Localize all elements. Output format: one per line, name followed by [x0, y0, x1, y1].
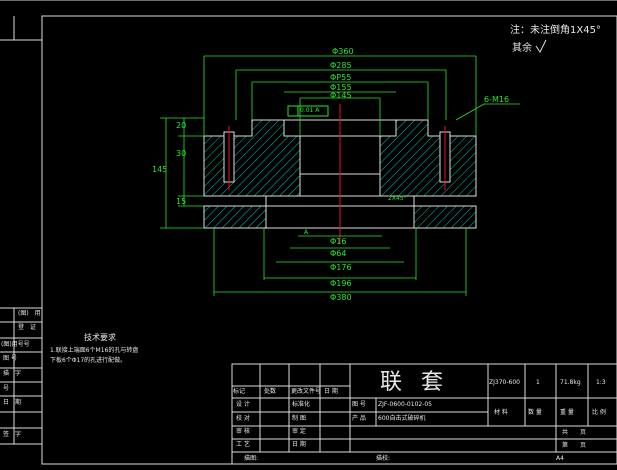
dim-d16: Φ16 [330, 237, 347, 246]
strip-row-3: (图)用号号 [1, 341, 30, 348]
role-std: 标准化 [292, 401, 311, 408]
role-process: 工 艺 [236, 441, 250, 448]
dim-h15: 15 [176, 197, 187, 206]
code-top: ZJ370-600 [489, 379, 520, 386]
part-name: 联 套 [380, 370, 449, 395]
count-label: 数 量 [528, 409, 542, 416]
dim-d64: Φ64 [330, 249, 347, 258]
footer-check: 描校: [376, 455, 391, 462]
dim-d176: Φ176 [330, 263, 352, 272]
role-approve: 审 定 [292, 428, 306, 435]
dim-d380: Φ380 [330, 293, 352, 302]
strip-row-6: 号 [3, 385, 10, 392]
left-strip-table [0, 307, 42, 445]
dim-d155: Φ155 [330, 83, 352, 92]
product-label: 产 品 [352, 415, 366, 422]
dim-h30: 30 [176, 149, 187, 158]
material-label: 材 料 [494, 409, 508, 416]
quantity-value: 1 [536, 379, 540, 386]
strip-row-8: 签 字 [3, 431, 22, 438]
hdr-date: 日 期 [324, 388, 338, 395]
drawing-no: ZJF-0600-0102-05 [378, 401, 432, 408]
tech-line-1: 1.联接上端面6个M16的孔与转盘 [50, 347, 139, 354]
thread-callout: 6-M16 [484, 95, 510, 104]
strip-row-4: 图 号 [3, 355, 17, 362]
strip-row-1: (图) 用 [18, 310, 41, 317]
hdr-file: 更改文件号 [291, 388, 322, 395]
tolerance-frame [287, 105, 329, 117]
page-number: 第 页 [562, 442, 587, 449]
chamfer-dim: 2X45° [388, 195, 407, 202]
weight-value: 71.8kg [560, 379, 581, 386]
tolerance-value: 0.01 A [300, 107, 320, 114]
footer-draw: 描图: [244, 455, 259, 462]
strip-row-5: 描 字 [3, 370, 22, 377]
surface-note: 其余 [512, 43, 532, 54]
footer-size: A4 [556, 455, 564, 462]
mass-label: 重 量 [560, 409, 574, 416]
product-name: 600自击式破碎机 [378, 415, 426, 422]
dimension-lines [160, 55, 520, 296]
title-block [231, 363, 617, 465]
dim-d196: Φ196 [330, 279, 352, 288]
tech-title: 技术要求 [84, 333, 116, 342]
ratio-label: 比 例 [592, 409, 606, 416]
dim-h145: 145 [152, 165, 168, 174]
dim-d255: ΦP55 [330, 73, 352, 82]
datum-label: A [304, 229, 309, 236]
drawing-no-label: 图 号 [352, 401, 366, 408]
dim-d285: Φ285 [330, 61, 352, 70]
strip-row-7: 日 期 [3, 399, 22, 406]
dim-d145: Φ145 [330, 91, 352, 100]
chamfer-note: 注：未注倒角1X45° [510, 25, 601, 36]
role-date: 日 期 [292, 441, 306, 448]
total-pages: 共 页 [562, 429, 587, 436]
hdr-mark: 标记 [233, 388, 246, 395]
role-drawn: 制 图 [292, 415, 306, 422]
center-lines [228, 104, 446, 244]
strip-row-2: 登 证 [18, 324, 37, 331]
roughness-symbol [535, 39, 547, 53]
tech-line-2: 下板6个Φ17的孔进行配做。 [50, 357, 127, 364]
role-check: 校 对 [236, 415, 250, 422]
scale-value: 1:3 [596, 379, 606, 386]
role-review: 审 核 [236, 428, 250, 435]
dim-d360: Φ360 [332, 47, 354, 56]
dim-h20: 20 [176, 121, 187, 130]
role-design: 设 计 [236, 401, 250, 408]
hdr-count: 处数 [264, 388, 277, 395]
